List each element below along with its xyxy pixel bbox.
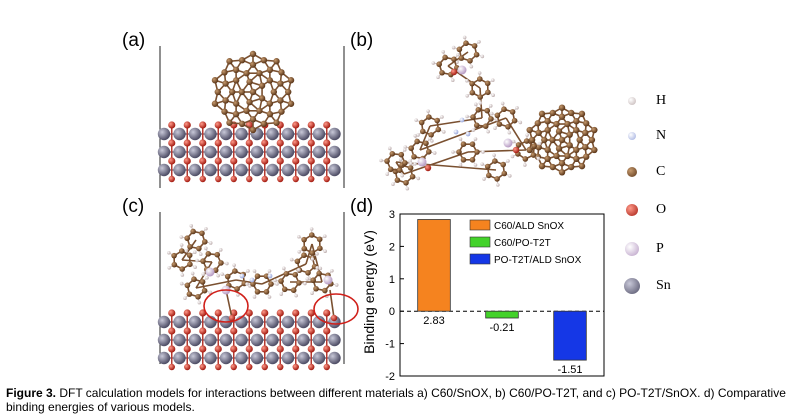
bar xyxy=(485,310,519,319)
interaction-circle-right xyxy=(313,293,359,325)
atom-legend-label: C xyxy=(656,164,666,179)
bar xyxy=(417,219,451,312)
figure-caption: Figure 3. DFT calculation models for int… xyxy=(6,386,796,414)
bar-value-label: -1.51 xyxy=(557,364,582,376)
plot-frame xyxy=(399,213,605,377)
y-tick-label: -1 xyxy=(385,339,395,351)
caption-label: Figure 3. xyxy=(6,386,57,400)
legend-label: C60/PO-T2T xyxy=(494,238,551,249)
atom-legend-label: O xyxy=(656,202,667,217)
hydrogen-atom-icon xyxy=(628,97,636,105)
panel-c-label: (c) xyxy=(122,196,145,217)
po-t2t-molecule-b xyxy=(379,35,542,191)
panel-d-label: (d) xyxy=(350,196,374,217)
panel-a-model xyxy=(159,46,345,188)
legend-swatch xyxy=(469,219,491,231)
bar-value-label: -0.21 xyxy=(489,322,514,334)
atom-legend-label: H xyxy=(656,93,667,108)
c60-fullerene-a xyxy=(211,50,295,134)
chart-bars: 2.83 -0.21 -1.51 xyxy=(417,219,587,376)
sno2-slab-a xyxy=(157,121,341,183)
atom-legend-label: N xyxy=(656,128,667,143)
atom-legend-label: P xyxy=(656,241,664,256)
y-tick-label: 0 xyxy=(389,306,395,318)
tin-atom-icon xyxy=(624,278,640,294)
atom-legend-label: Sn xyxy=(656,278,671,293)
panel-a-label: (a) xyxy=(122,30,146,51)
y-tick-label: -2 xyxy=(385,371,395,383)
panel-b-label: (b) xyxy=(350,30,374,51)
legend-swatch xyxy=(469,253,491,265)
y-axis-title: Binding energy (eV) xyxy=(361,230,377,354)
carbon-atom-icon xyxy=(627,167,637,177)
oxygen-atom-icon xyxy=(626,204,638,216)
sno2-slab-c xyxy=(157,309,341,371)
y-tick-label: 2 xyxy=(389,241,395,253)
legend-label: PO-T2T/ALD SnOX xyxy=(494,255,582,266)
po-t2t-molecule-c xyxy=(167,223,339,322)
interaction-circle-left xyxy=(203,289,249,323)
bar-value-label: 2.83 xyxy=(423,315,444,327)
y-tick-label: 3 xyxy=(389,209,395,221)
chart-legend: C60/ALD SnOX C60/PO-T2T PO-T2T/ALD SnOX xyxy=(469,219,582,266)
figure-3: (a) (b) (c) (d) xyxy=(122,30,671,383)
nitrogen-atom-icon xyxy=(628,132,636,140)
caption-text: DFT calculation models for interactions … xyxy=(6,386,786,414)
molecular-models xyxy=(157,35,598,371)
phosphorus-atom-icon xyxy=(625,242,639,256)
bar xyxy=(553,310,587,361)
c60-fullerene-b xyxy=(526,104,598,176)
y-tick-label: 1 xyxy=(389,274,395,286)
legend-label: C60/ALD SnOX xyxy=(494,221,564,232)
legend-swatch xyxy=(469,236,491,248)
binding-energy-chart: Binding energy (eV) 3 2 1 0 -1 -2 2.83 -0.21 -1… xyxy=(361,209,605,383)
